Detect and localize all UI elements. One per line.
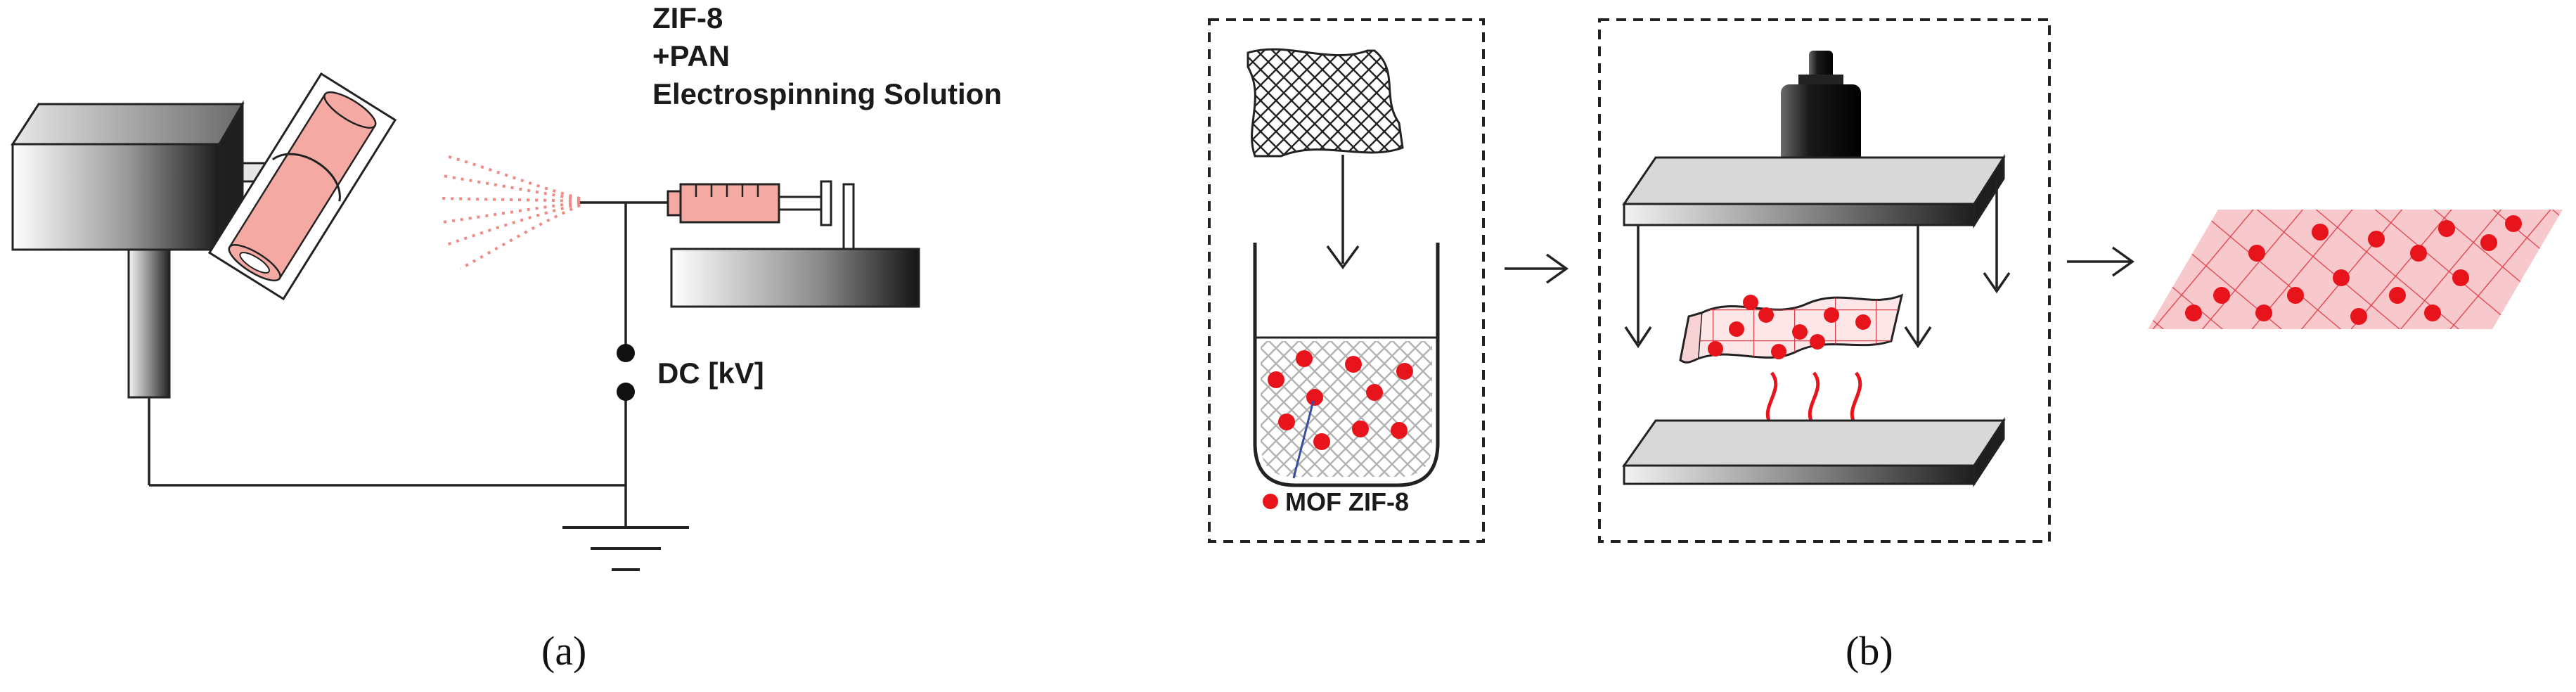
top-press-plate [1622, 153, 2006, 229]
syringe [666, 180, 855, 250]
panel-b: MOF ZIF-8 [1208, 18, 2563, 674]
fiber-spray [441, 155, 581, 270]
solution-label-line3: Electrospinning Solution [652, 77, 1002, 110]
legend-label: MOF ZIF-8 [1285, 487, 1409, 516]
down-arrow-icon [1326, 155, 1360, 269]
legend-dot [1263, 494, 1278, 509]
voltage-label: DC [kV] [657, 357, 764, 390]
zif8-particles-in-solution [1268, 350, 1413, 450]
ground-icon [562, 526, 689, 571]
syringe-pump [670, 248, 920, 308]
hot-press-step-frame [1598, 18, 2051, 543]
solution-label-line1: ZIF-8 [652, 1, 723, 34]
rotating-drum-collector [207, 72, 397, 301]
press-down-arrows [1624, 179, 2011, 349]
caption-a: (a) [541, 628, 586, 674]
solution-label-line2: +PAN [652, 39, 730, 72]
motor-post [127, 248, 171, 399]
dc-terminal-bottom [617, 383, 635, 401]
caption-b: (b) [1846, 628, 1893, 674]
right-arrow-icon-2 [2067, 246, 2135, 277]
circuit-wiring [148, 201, 668, 526]
rotation-arrow-icon [271, 153, 341, 202]
bottom-press-plate [1622, 416, 2006, 488]
right-arrow-icon-1 [1505, 253, 1569, 284]
collector-motor [11, 100, 245, 254]
zif8-pan-composite-membrane [2148, 210, 2563, 329]
legend-pointer [1292, 400, 1315, 479]
zif8-particles-on-fabric [1708, 295, 1871, 359]
dipping-step-frame [1208, 18, 1485, 543]
fabric-sheet [1247, 48, 1404, 158]
weight-icon [1781, 51, 1861, 166]
panel-a: ZIF-8 +PAN Electrospinning Solution DC [… [11, 1, 1002, 674]
dc-terminal-top [617, 344, 635, 362]
